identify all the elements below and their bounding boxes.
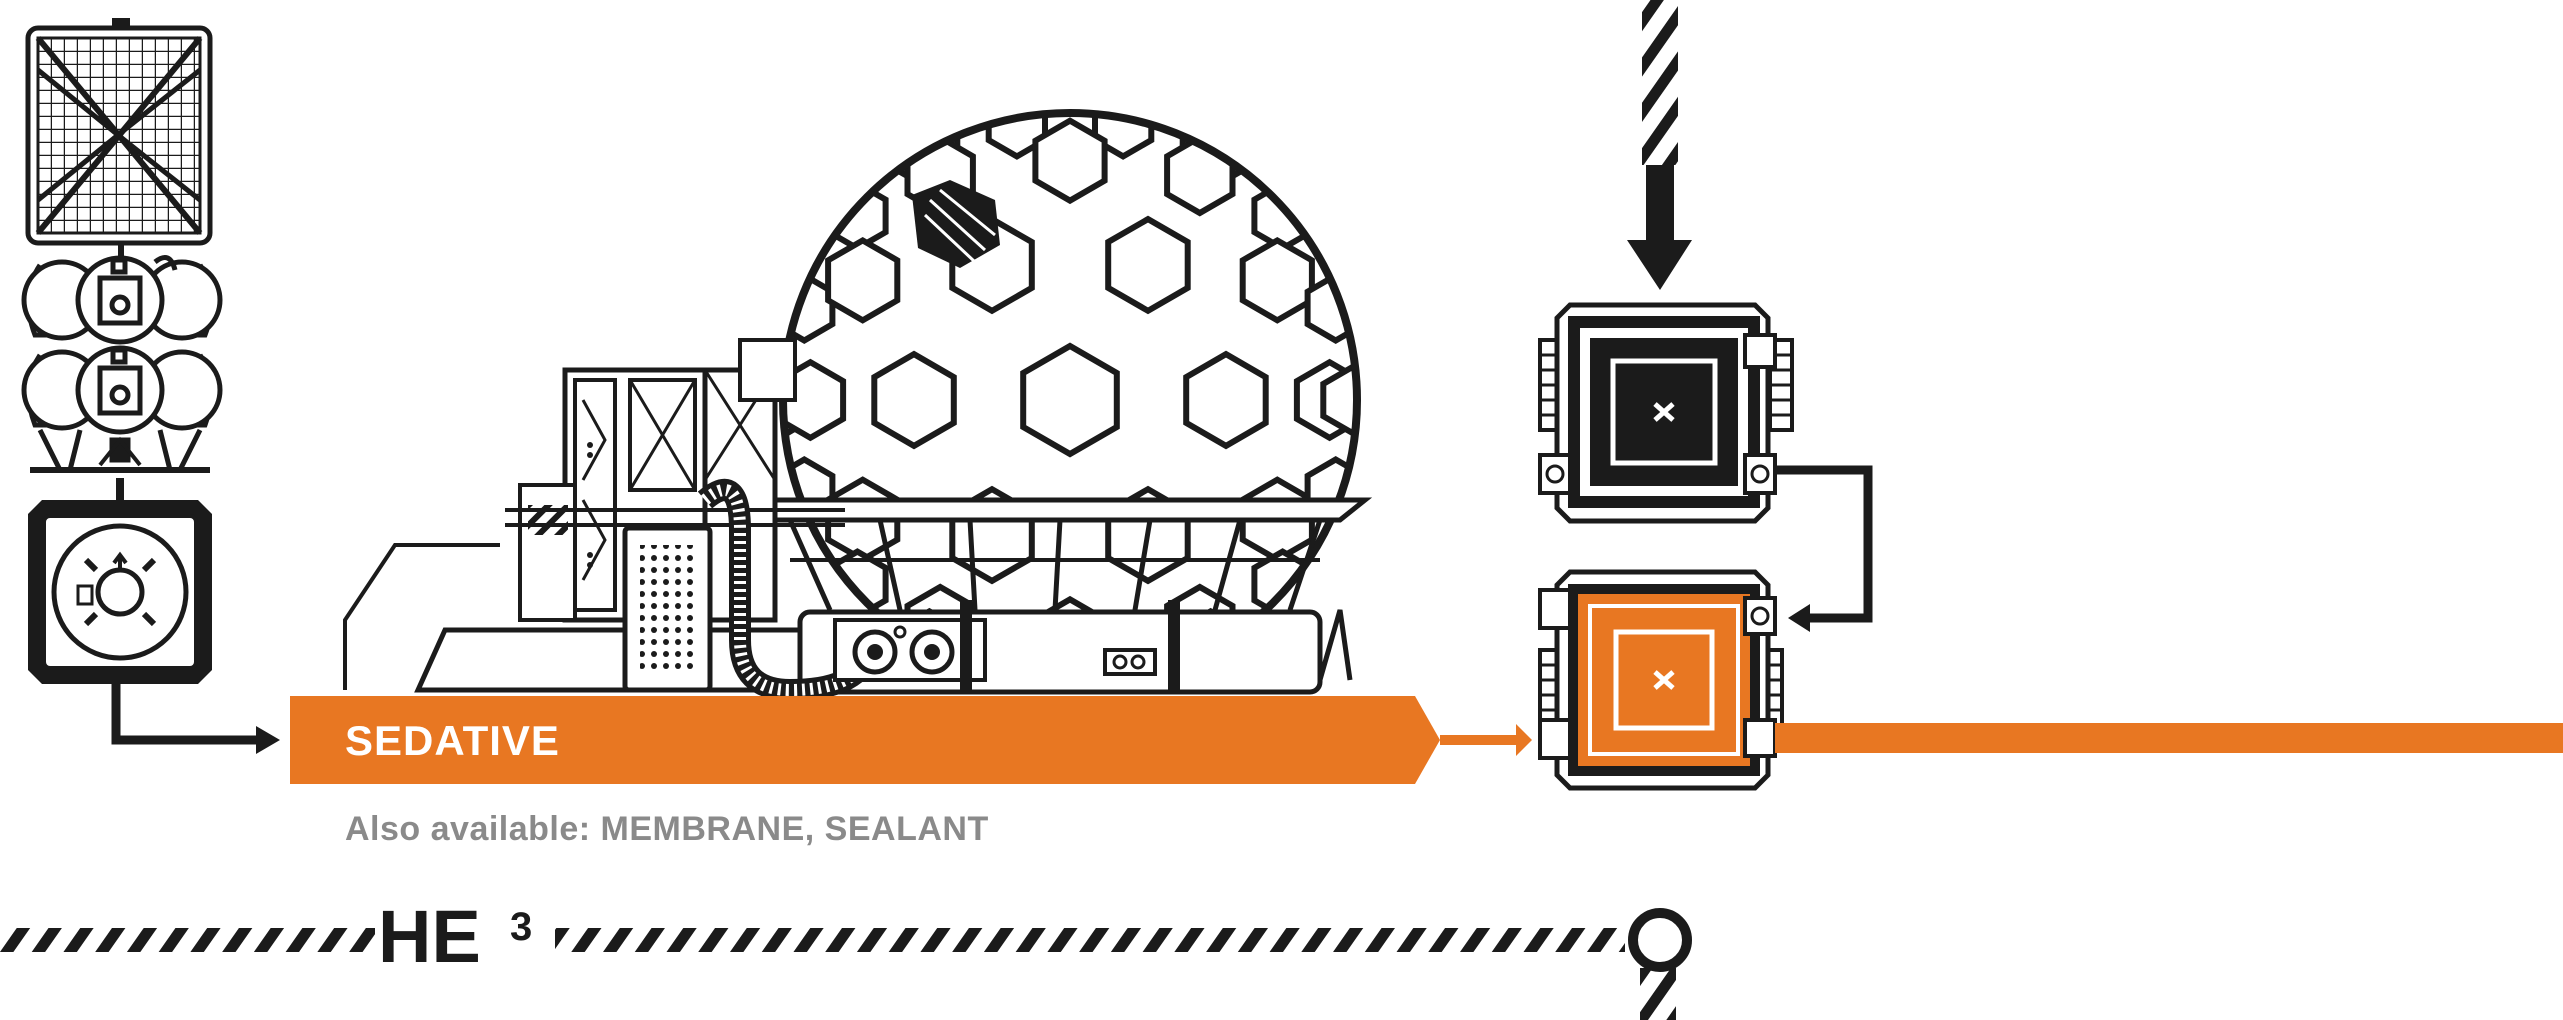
output-pipe: [1775, 723, 2563, 753]
dome-cell: [1243, 240, 1312, 320]
flow-arrow-orange: [1440, 724, 1532, 756]
dome-cell: [1167, 137, 1232, 213]
resource-label: HE: [378, 895, 481, 978]
valve-module-icon: [28, 500, 212, 684]
dome-cell: [1108, 219, 1188, 311]
processor-node-icon: [1540, 572, 1782, 788]
geodesic-dome-icon: [345, 91, 1379, 708]
he3-pipeline: HE 3: [0, 895, 1687, 1020]
dome-cell: [829, 183, 885, 248]
resource-superscript: 3: [510, 905, 532, 949]
dome-cell: [1035, 121, 1104, 201]
dome-cell: [828, 240, 897, 320]
dome-cell: [1186, 354, 1266, 446]
reel-cluster-icon: [24, 258, 220, 471]
pipe-connector-icon: [1633, 913, 1687, 1020]
dome-cell: [1254, 183, 1310, 248]
product-label: SEDATIVE: [345, 717, 560, 764]
flow-arrow-left: [116, 684, 280, 754]
solar-panel-icon: [28, 18, 210, 258]
processor-node-icon: [1540, 305, 1792, 521]
incoming-pipe: [1627, 0, 1692, 290]
product-bar: SEDATIVE: [290, 696, 1440, 784]
also-available-text: Also available: MEMBRANE, SEALANT: [345, 810, 989, 848]
dome-cell: [1023, 346, 1117, 454]
flow-arrow-right: [1775, 470, 1868, 632]
dome-cell: [1323, 368, 1379, 433]
dome-cell: [874, 354, 954, 446]
